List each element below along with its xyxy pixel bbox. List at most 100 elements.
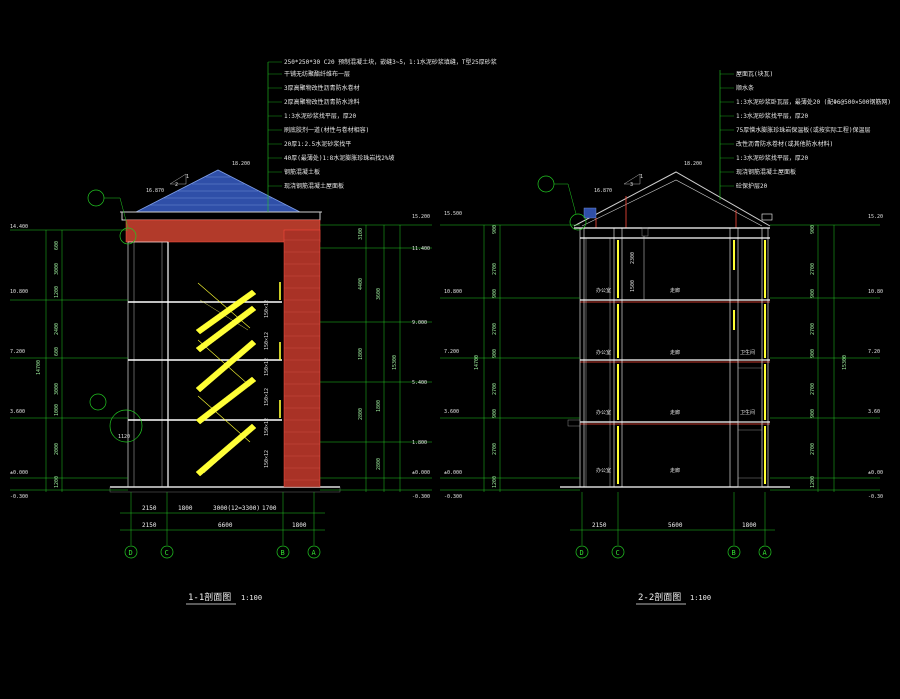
svg-text:150×12: 150×12 xyxy=(264,450,270,468)
svg-text:150×12: 150×12 xyxy=(264,358,270,376)
svg-text:改性沥青防水卷材(或其他防水材料): 改性沥青防水卷材(或其他防水材料) xyxy=(736,140,833,148)
svg-text:1:3水泥砂浆找平层，厚20: 1:3水泥砂浆找平层，厚20 xyxy=(736,154,808,162)
svg-text:75厚憎水膨胀珍珠岩保温板(或按实际工程)保温层: 75厚憎水膨胀珍珠岩保温板(或按实际工程)保温层 xyxy=(736,126,870,134)
roof-notes-2: 屋面瓦(块瓦) 顺水条 1:3水泥砂浆卧瓦层，最薄处20 (配Φ6@500×50… xyxy=(736,70,891,190)
svg-text:900: 900 xyxy=(492,409,498,418)
svg-text:干铺无纺聚酯纤维布一层: 干铺无纺聚酯纤维布一层 xyxy=(284,70,350,78)
dim-1-r1-0: 2150 xyxy=(142,505,157,512)
dim-1-r1-1: 1800 xyxy=(178,505,193,512)
svg-text:2700: 2700 xyxy=(492,443,498,455)
svg-text:900: 900 xyxy=(492,289,498,298)
elev-1-r-6: -0.300 xyxy=(412,494,430,500)
svg-text:3000: 3000 xyxy=(54,383,60,395)
svg-text:900: 900 xyxy=(810,409,816,418)
inner-dim-2-0: 2300 xyxy=(630,252,636,264)
svg-text:2700: 2700 xyxy=(492,383,498,395)
axis-1-a: A xyxy=(312,549,317,557)
elev-2-r-2: 7.20 xyxy=(868,349,880,355)
svg-text:走廊: 走廊 xyxy=(670,287,680,294)
eave-elev-1: 16.870 xyxy=(146,188,164,194)
svg-text:1:3水泥砂浆卧瓦层，最薄处20 (配Φ6@500×500钢: 1:3水泥砂浆卧瓦层，最薄处20 (配Φ6@500×500钢筋网) xyxy=(736,98,891,106)
elev-2-r-0: 15.20 xyxy=(868,214,883,220)
elev-2-r-1: 10.80 xyxy=(868,289,883,295)
axis-1-d: D xyxy=(129,549,133,557)
svg-text:2800: 2800 xyxy=(358,408,364,420)
svg-text:屋面瓦(块瓦): 屋面瓦(块瓦) xyxy=(736,70,773,78)
svg-text:走廊: 走廊 xyxy=(670,467,680,474)
roof-notes-1: 250*250*30 C20 预制混凝土块，嵌缝3~5，1:1水泥砂浆填缝，T型… xyxy=(284,58,497,190)
total-2-left: 14700 xyxy=(474,355,480,370)
elev-2-r-4: ±0.00 xyxy=(868,470,883,476)
roof-run-2: 3 xyxy=(630,182,633,188)
elev-1-l-1: 10.800 xyxy=(10,289,28,295)
eave-elev-2: 16.870 xyxy=(594,188,612,194)
elev-2-r-3: 3.60 xyxy=(868,409,880,415)
svg-text:150×12: 150×12 xyxy=(264,388,270,406)
elev-2-l-2: 7.200 xyxy=(444,349,459,355)
svg-text:2000: 2000 xyxy=(54,443,60,455)
axis-2-b: B xyxy=(732,549,736,557)
svg-text:2700: 2700 xyxy=(810,323,816,335)
elev-2-l-0: 15.500 xyxy=(444,211,462,217)
dim-2-0: 2150 xyxy=(592,522,607,529)
svg-text:900: 900 xyxy=(810,225,816,234)
dim-2-2: 1800 xyxy=(742,522,757,529)
svg-text:1200: 1200 xyxy=(810,476,816,488)
elev-1-l-0: 14.400 xyxy=(10,224,28,230)
roof-run-1: 2 xyxy=(175,182,178,188)
svg-text:办公室: 办公室 xyxy=(596,349,611,356)
elev-2-r-5: -0.30 xyxy=(868,494,883,500)
svg-text:900: 900 xyxy=(810,349,816,358)
svg-text:150×12: 150×12 xyxy=(264,418,270,436)
svg-text:2厚高聚物改性沥青防水涂料: 2厚高聚物改性沥青防水涂料 xyxy=(284,98,360,106)
ridge-elev-1: 18.200 xyxy=(232,161,250,167)
svg-text:600: 600 xyxy=(54,347,60,356)
svg-text:2700: 2700 xyxy=(492,263,498,275)
total-2-right: 15300 xyxy=(842,355,848,370)
elev-2-l-5: -0.300 xyxy=(444,494,462,500)
svg-text:900: 900 xyxy=(492,225,498,234)
roof-slope-2: 1 xyxy=(640,174,643,180)
svg-text:1800: 1800 xyxy=(358,348,364,360)
svg-text:1200: 1200 xyxy=(492,476,498,488)
svg-text:1200: 1200 xyxy=(54,286,60,298)
svg-text:走廊: 走廊 xyxy=(670,349,680,356)
left-dims-2: 900 2700 900 2700 900 2700 900 2700 1200 xyxy=(492,225,498,488)
right-dims-1: 3100 4400 1800 2800 3600 1800 2800 xyxy=(358,228,382,470)
svg-text:办公室: 办公室 xyxy=(596,287,611,294)
svg-text:2700: 2700 xyxy=(810,383,816,395)
svg-text:办公室: 办公室 xyxy=(596,467,611,474)
total-1-left: 14700 xyxy=(36,360,42,375)
left-dims-1: 600 3000 1200 2400 600 3000 1000 2000 12… xyxy=(54,241,60,488)
svg-text:顺水条: 顺水条 xyxy=(736,84,754,92)
svg-text:600: 600 xyxy=(54,241,60,250)
stair-labels-1: 150×12 150×12 150×12 150×12 150×12 150×1… xyxy=(264,300,270,468)
inner-dim-2-1: 1500 xyxy=(630,280,636,292)
elev-2-l-4: ±0.000 xyxy=(444,470,462,476)
svg-text:150×12: 150×12 xyxy=(264,332,270,350)
elev-1-l-4: ±0.000 xyxy=(10,470,28,476)
svg-text:砼保护层20: 砼保护层20 xyxy=(736,182,768,190)
elev-1-r-0: 15.200 xyxy=(412,214,430,220)
svg-text:20厚1:2.5水泥砂浆找平: 20厚1:2.5水泥砂浆找平 xyxy=(284,140,351,148)
svg-text:卫生间: 卫生间 xyxy=(740,349,755,356)
svg-text:40厚(最薄处)1:8水泥膨胀珍珠岩找2%坡: 40厚(最薄处)1:8水泥膨胀珍珠岩找2%坡 xyxy=(284,154,395,162)
detail-callout-1-top xyxy=(87,189,105,207)
detail-callout-1-mid xyxy=(89,393,107,411)
svg-text:走廊: 走廊 xyxy=(670,409,680,416)
room-labels-2: 办公室 办公室 办公室 办公室 卫生间 卫生间 走廊 走廊 走廊 走廊 xyxy=(596,287,755,474)
ridge-elev-2: 18.200 xyxy=(684,161,702,167)
svg-text:1:3水泥砂浆找平层，厚20: 1:3水泥砂浆找平层，厚20 xyxy=(736,112,808,120)
axis-1-c: C xyxy=(165,549,169,557)
total-1-right: 15300 xyxy=(392,355,398,370)
svg-text:刷底胶剂一道(材性与卷材相容): 刷底胶剂一道(材性与卷材相容) xyxy=(284,126,369,134)
svg-text:1200: 1200 xyxy=(54,476,60,488)
axis-2-c: C xyxy=(616,549,620,557)
svg-text:2700: 2700 xyxy=(810,263,816,275)
svg-text:3厚高聚物改性沥青防水卷材: 3厚高聚物改性沥青防水卷材 xyxy=(284,84,360,92)
svg-text:250*250*30 C20 预制混凝土块，嵌缝3~5，: 250*250*30 C20 预制混凝土块，嵌缝3~5，1:1水泥砂浆填缝，T型… xyxy=(284,58,497,66)
dim-1-r2-1: 6600 xyxy=(218,522,233,529)
section-1-1: D C B A 2150 1800 3000(12=3300) 1700 215… xyxy=(10,58,497,605)
svg-text:现浇钢筋混凝土屋面板: 现浇钢筋混凝土屋面板 xyxy=(284,182,344,190)
